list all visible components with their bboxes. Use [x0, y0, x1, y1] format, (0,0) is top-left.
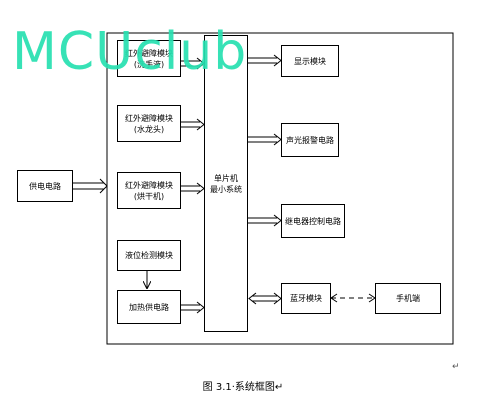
arrow-mcu-to-alarm — [248, 133, 282, 146]
block-level-detect: 液位检测模块 — [117, 240, 181, 271]
figure-caption: 图 3.1·系统框图↵ — [202, 382, 284, 393]
block-ir-dryer: 红外避障模块 (烘干机) — [117, 172, 181, 209]
arrow-mcu-to-relay — [248, 214, 282, 227]
system-frame — [106, 32, 454, 345]
watermark-logo: MCUclub — [12, 22, 248, 82]
block-mcu: 单片机 最小系统 — [204, 35, 248, 332]
block-relay: 继电器控制电路 — [281, 204, 345, 238]
arrow-mcu-bluetooth-bidirectional — [248, 292, 282, 305]
block-ir-faucet: 红外避障模块 (水龙头) — [117, 105, 181, 142]
block-bluetooth: 蓝牙模块 — [281, 283, 331, 314]
block-alarm: 声光报警电路 — [281, 123, 339, 157]
block-power: 供电电路 — [17, 170, 73, 202]
arrow-water-to-mcu — [181, 301, 205, 314]
block-water-supply: 加热供电路 — [117, 290, 181, 324]
block-phone: 手机端 — [375, 283, 441, 314]
arrow-ir3-to-mcu — [181, 182, 205, 195]
paragraph-mark: ↵ — [452, 362, 460, 372]
arrow-power-to-system — [73, 178, 108, 194]
block-display: 显示模块 — [281, 45, 339, 77]
block-ir-sanitizer: 红外避障模块 (洗手液) — [117, 40, 181, 77]
wireless-link — [330, 293, 376, 303]
arrow-ir2-to-mcu — [181, 118, 205, 131]
arrow-mcu-to-display — [248, 54, 282, 67]
